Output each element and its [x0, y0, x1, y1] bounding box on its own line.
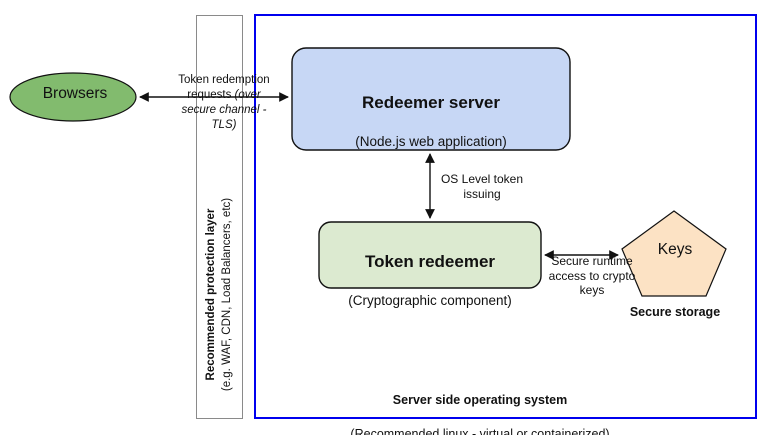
redeemer-server-title: Redeemer server — [362, 92, 500, 112]
token-redeemer-node — [318, 221, 542, 289]
operating-system-title: Server side operating system — [392, 392, 568, 407]
keys-label: Keys — [657, 241, 693, 258]
edge-label-os-token-issuing: OS Level token issuing — [440, 172, 524, 201]
browsers-node — [9, 72, 137, 122]
protection-layer-title: Recommended protection layer — [204, 209, 217, 381]
browsers-label: Browsers — [42, 85, 108, 102]
operating-system-boundary — [254, 14, 757, 419]
edge-label-token-redemption: Token redemption requests (over secure c… — [178, 58, 270, 133]
edge-label-secure-runtime-access: Secure runtime access to crypto keys — [548, 254, 636, 298]
operating-system-subtitle: (Recommended linux - virtual or containe… — [350, 426, 610, 435]
token-redeemer-label: Token redeemer (Cryptographic component) — [318, 231, 542, 329]
redeemer-server-node — [291, 47, 571, 151]
token-redeemer-subtitle: (Cryptographic component) — [348, 293, 512, 309]
token-redeemer-title: Token redeemer — [364, 251, 496, 271]
secure-storage-caption: Secure storage — [629, 305, 721, 319]
protection-layer-boundary — [196, 15, 243, 419]
redeemer-server-subtitle: (Node.js web application) — [355, 134, 507, 150]
protection-layer-label: Recommended protection layer (e.g. WAF, … — [196, 180, 243, 410]
redeemer-server-label: Redeemer server (Node.js web application… — [291, 72, 571, 170]
operating-system-caption: Server side operating system (Recommende… — [330, 375, 630, 435]
keys-node — [621, 210, 727, 297]
protection-layer-subtitle: (e.g. WAF, CDN, Load Balancers, etc) — [220, 198, 233, 392]
edge-label-plain: Token redemption requests — [178, 73, 270, 101]
edge-label-italic: (over secure channel - TLS) — [181, 88, 267, 131]
